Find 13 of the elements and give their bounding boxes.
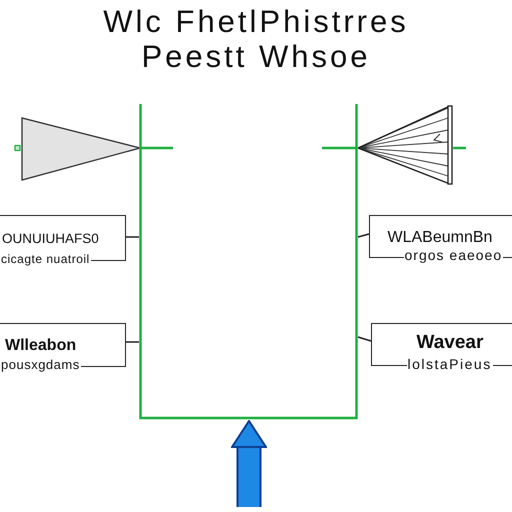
connector-line [358,336,372,342]
u-shaped-frame [139,104,358,420]
component-caption: lolstaPieus [406,356,493,372]
component-name: Wavear [416,332,484,354]
component-name: Wlleabon [5,336,76,354]
component-caption: pousxgdams [0,358,81,372]
connector-line [126,341,139,343]
component-caption: cicagte nuatroil [0,252,91,266]
diagram-title: Wlc FhetlPhistrres Peestt Whsoe [102,4,410,74]
connector-line [126,236,139,238]
component-name: WLABeumnBn [388,228,492,246]
component-name: OUNUIUHAFS0 [2,232,99,246]
connector-line [358,233,370,238]
